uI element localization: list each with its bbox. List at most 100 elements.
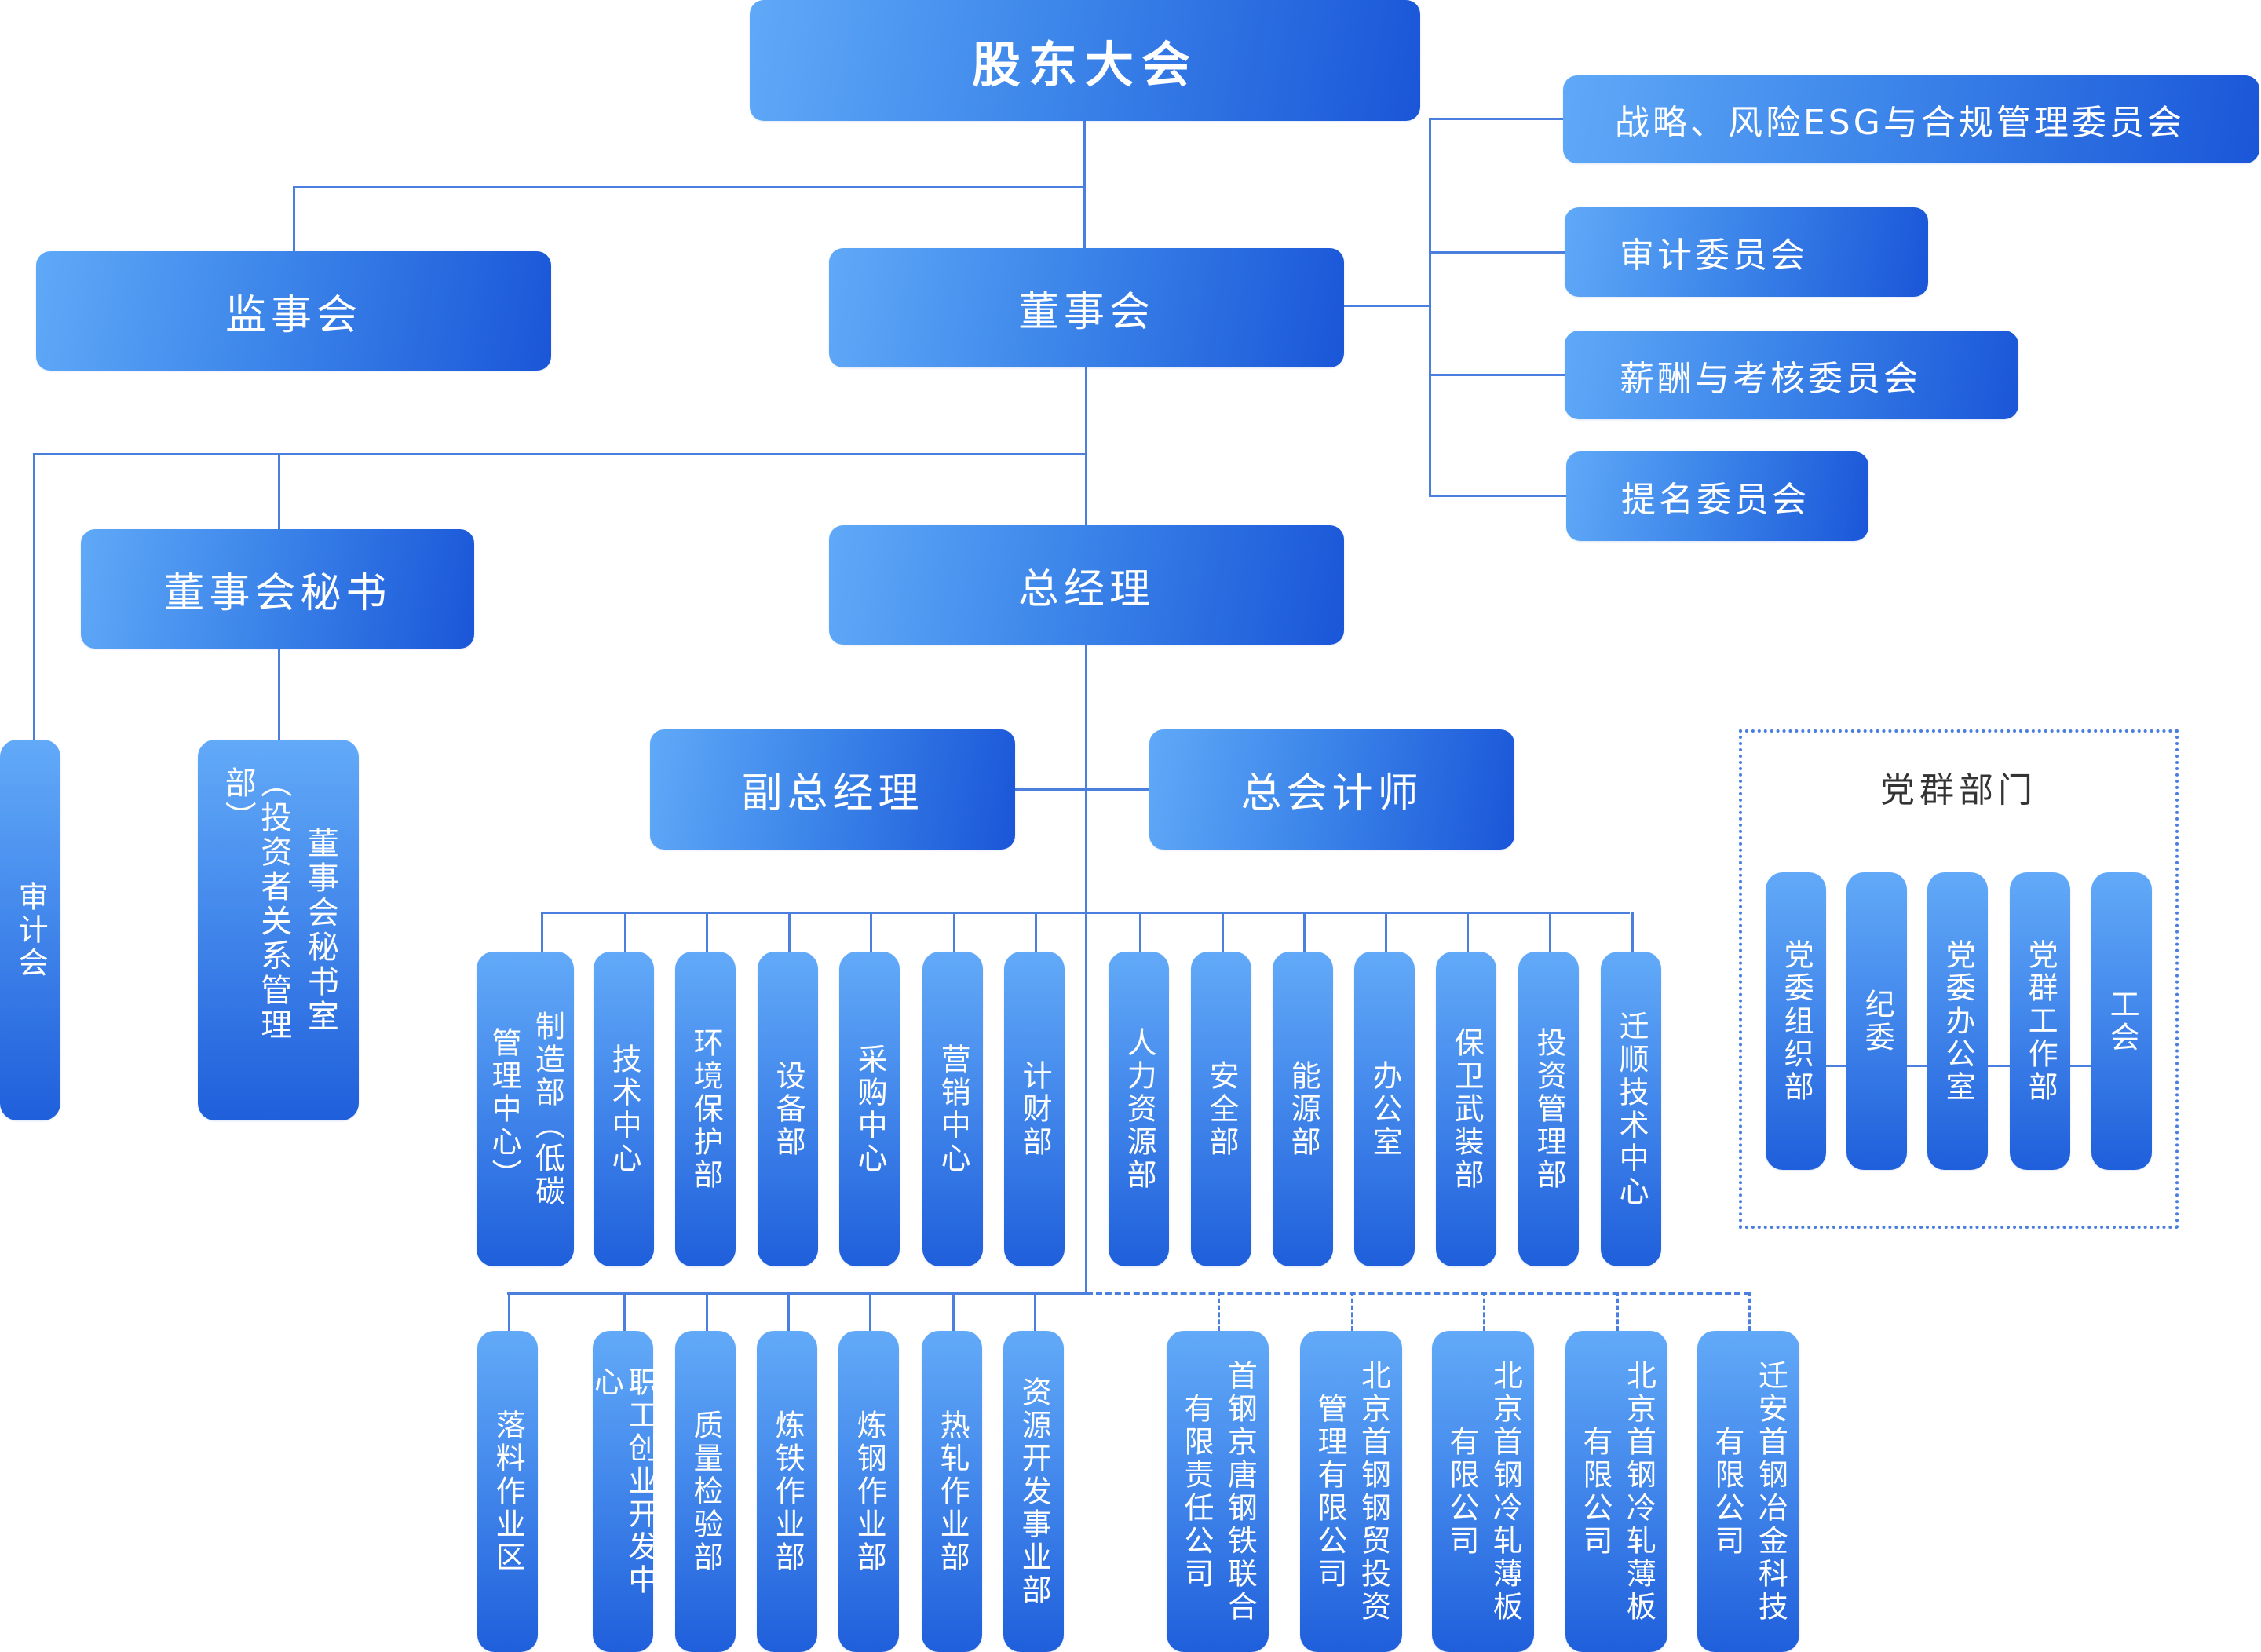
node-label: 总经理 xyxy=(1017,565,1155,613)
connector xyxy=(1429,374,1565,376)
node-label: 提名委员会 xyxy=(1621,480,1810,520)
connector xyxy=(706,912,708,952)
node-label: 有限责任公司 xyxy=(1179,1392,1214,1591)
dept-node[interactable]: 炼钢作业部 xyxy=(838,1331,899,1652)
connector xyxy=(953,912,955,952)
dept-node[interactable]: 保卫武装部 xyxy=(1436,952,1496,1266)
connector xyxy=(623,1292,626,1331)
node-label: 炼铁作业部 xyxy=(770,1409,805,1574)
node-supervisory-board[interactable]: 监事会 xyxy=(36,251,551,371)
node-label: 安全部 xyxy=(1204,1059,1240,1159)
connector xyxy=(1467,912,1469,952)
node-label: 薪酬与考核委员会 xyxy=(1620,358,1921,399)
dept-node[interactable]: 能源部 xyxy=(1273,952,1333,1266)
connector xyxy=(278,453,280,529)
node-label: 保卫武装部 xyxy=(1449,1026,1485,1192)
dashed-connector xyxy=(1351,1292,1353,1331)
node-label: 总会计师 xyxy=(1240,770,1423,817)
node-label: 迁顺技术中心 xyxy=(1614,1010,1649,1208)
connector xyxy=(624,912,626,952)
node-label: 有限公司 xyxy=(1710,1425,1744,1558)
connector xyxy=(787,1292,790,1331)
dept-node[interactable]: 人力资源部 xyxy=(1109,952,1169,1266)
dept-node[interactable]: 营销中心 xyxy=(922,952,983,1266)
dept-node[interactable]: 落料作业区 xyxy=(477,1331,538,1652)
node-label: 资源开发事业部 xyxy=(1017,1376,1052,1607)
node-label: 董事会秘书 xyxy=(163,569,392,617)
connector xyxy=(1085,367,1087,525)
connector xyxy=(293,186,295,251)
party-dept-node[interactable]: 纪委 xyxy=(1846,872,1907,1170)
connector xyxy=(541,912,1630,914)
connector xyxy=(788,912,791,952)
node-label: 董事会 xyxy=(1017,288,1155,336)
subsidiary-node[interactable]: 有限责任公司首钢京唐钢铁联合 xyxy=(1167,1331,1269,1652)
node-committee-compensation[interactable]: 薪酬与考核委员会 xyxy=(1565,331,2018,419)
dept-node[interactable]: 迁顺技术中心 xyxy=(1601,952,1661,1266)
connector xyxy=(1139,912,1141,952)
connector xyxy=(1631,912,1634,952)
subsidiary-node[interactable]: 管理有限公司北京首钢钢贸投资 xyxy=(1300,1331,1402,1652)
node-label: 有限公司 xyxy=(1578,1425,1613,1558)
party-dept-node[interactable]: 党委办公室 xyxy=(1927,872,1988,1170)
node-label: 战略、风险ESG与合规管理委员会 xyxy=(1615,103,2185,143)
connector xyxy=(1085,645,1087,1294)
node-committee-nomination[interactable]: 提名委员会 xyxy=(1566,451,1868,541)
dept-node[interactable]: 投资管理部 xyxy=(1518,952,1579,1266)
dept-node[interactable]: 资源开发事业部 xyxy=(1003,1331,1064,1652)
node-shareholders-meeting[interactable]: 股东大会 xyxy=(750,0,1420,121)
node-label: 管理中心） xyxy=(487,1026,521,1192)
node-label: 副总经理 xyxy=(741,770,924,817)
connector xyxy=(1035,912,1037,952)
connector xyxy=(1303,912,1306,952)
node-board-secretary[interactable]: 董事会秘书 xyxy=(81,529,474,649)
dashed-connector xyxy=(1748,1292,1751,1331)
connector xyxy=(1429,118,1563,120)
dept-node[interactable]: 管理中心）制造部（低碳 xyxy=(477,952,574,1266)
node-board-of-directors[interactable]: 董事会 xyxy=(829,248,1344,367)
node-chief-accountant[interactable]: 总会计师 xyxy=(1149,729,1514,850)
dept-node[interactable]: 采购中心 xyxy=(839,952,900,1266)
connector xyxy=(33,453,1087,455)
node-general-manager[interactable]: 总经理 xyxy=(829,525,1344,645)
node-label: 投资管理部 xyxy=(1532,1026,1567,1192)
node-label: 管理有限公司 xyxy=(1313,1392,1347,1591)
dept-node[interactable]: 环境保护部 xyxy=(675,952,736,1266)
node-label: 审计会 xyxy=(13,880,49,980)
dept-node[interactable]: 技术中心 xyxy=(594,952,654,1266)
connector xyxy=(1429,495,1566,497)
subsidiary-node[interactable]: 有限公司迁安首钢冶金科技 xyxy=(1697,1331,1799,1652)
party-group-frame xyxy=(1739,729,2179,1229)
dept-node[interactable]: 热轧作业部 xyxy=(922,1331,982,1652)
party-dept-node[interactable]: 党委组织部 xyxy=(1766,872,1826,1170)
node-label: 能源部 xyxy=(1286,1059,1321,1159)
node-label: 北京首钢冷轧薄板 xyxy=(1621,1359,1656,1624)
connector xyxy=(1429,251,1565,254)
node-committee-audit[interactable]: 审计委员会 xyxy=(1565,207,1928,297)
party-dept-node[interactable]: 工会 xyxy=(2091,872,2152,1170)
node-label: 审计委员会 xyxy=(1620,236,1808,276)
node-audit-office[interactable]: 审计会 xyxy=(0,740,60,1120)
dept-node[interactable]: 办公室 xyxy=(1354,952,1415,1266)
connector xyxy=(1034,1292,1036,1331)
connector xyxy=(541,912,543,952)
party-group-title: 党群部门 xyxy=(1880,770,2037,810)
node-deputy-general-manager[interactable]: 副总经理 xyxy=(650,729,1015,850)
dept-node[interactable]: 质量检验部 xyxy=(675,1331,736,1652)
dashed-connector xyxy=(1218,1292,1220,1331)
node-committee-strategy[interactable]: 战略、风险ESG与合规管理委员会 xyxy=(1563,75,2259,163)
subsidiary-node[interactable]: 有限公司北京首钢冷轧薄板 xyxy=(1565,1331,1667,1652)
dept-node[interactable]: 安全部 xyxy=(1191,952,1251,1266)
node-label: 采购中心 xyxy=(853,1043,888,1175)
dept-node[interactable]: 设备部 xyxy=(758,952,818,1266)
connector xyxy=(1222,912,1224,952)
dept-node[interactable]: 计财部 xyxy=(1004,952,1065,1266)
node-board-secretary-office[interactable]: （投资者关系管理部） 董事会秘书室 xyxy=(198,740,359,1120)
node-label: 纪委 xyxy=(1860,988,1895,1054)
node-label: 人力资源部 xyxy=(1122,1026,1157,1192)
connector xyxy=(952,1292,955,1331)
dept-node[interactable]: 炼铁作业部 xyxy=(757,1331,817,1652)
subsidiary-node[interactable]: 有限公司北京首钢冷轧薄板 xyxy=(1432,1331,1534,1652)
dept-node[interactable]: 职工创业开发中心 xyxy=(590,1331,658,1652)
party-dept-node[interactable]: 党群工作部 xyxy=(2010,872,2070,1170)
